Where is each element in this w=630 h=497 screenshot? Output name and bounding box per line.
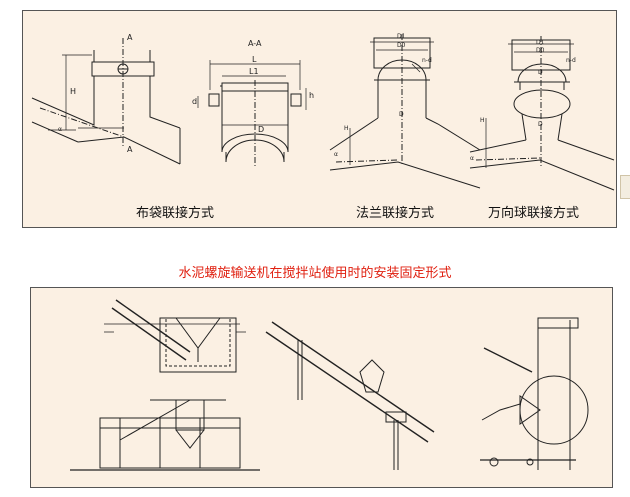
pit-installation-drawing <box>104 299 246 373</box>
label-a-top: A <box>127 33 133 42</box>
section-aa-drawing <box>197 60 307 168</box>
label-nd-flange: n-d <box>422 57 432 64</box>
label-small-d: d <box>192 97 198 106</box>
page-title: 水泥螺旋输送机在搅拌站使用时的安装固定形式 <box>178 266 452 281</box>
label-d-ball: D <box>538 69 543 76</box>
label-nd-ball: n-d <box>566 57 576 64</box>
label-alpha-ball: α <box>470 155 474 162</box>
label-d0-ball: D0 <box>536 47 545 54</box>
flange-connection-drawing <box>329 34 481 189</box>
installation-forms-panel <box>30 287 613 488</box>
label-l1: L1 <box>249 67 259 76</box>
label-l: L <box>252 55 257 64</box>
label-h-ball: H <box>480 117 485 124</box>
label-alpha: α <box>58 126 62 133</box>
bag-connection-drawing <box>31 38 181 165</box>
label-d-ball-lower: D <box>538 121 543 128</box>
label-a-bottom: A <box>127 145 133 154</box>
label-d0-flange: D0 <box>397 42 406 49</box>
silo-installation-drawing <box>480 317 589 470</box>
label-d1-flange: D1 <box>397 33 406 40</box>
label-small-h: h <box>309 91 315 100</box>
inclined-conveyor-drawing <box>265 321 435 470</box>
label-d-flange: D <box>399 111 404 118</box>
caption-ball: 万向球联接方式 <box>488 206 580 221</box>
caption-bag: 布袋联接方式 <box>136 206 215 221</box>
caption-flange: 法兰联接方式 <box>356 206 435 221</box>
label-d-section: D <box>258 125 265 134</box>
station-installation-drawing <box>70 399 260 471</box>
side-handle[interactable] <box>620 175 630 199</box>
label-h: H <box>70 87 77 96</box>
label-d1-ball: D1 <box>536 39 545 46</box>
label-h-flange: H <box>344 125 349 132</box>
label-alpha-flange: α <box>334 151 338 158</box>
label-section: A-A <box>248 39 262 48</box>
ball-connection-drawing <box>469 36 615 191</box>
